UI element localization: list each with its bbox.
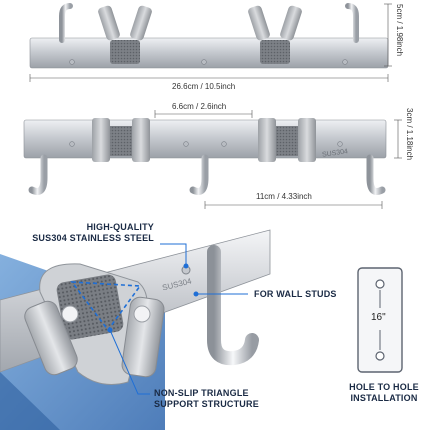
wall-studs-callout: FOR WALL STUDS [254,289,337,299]
mop-holder-icon [92,118,316,162]
material-callout-line [160,243,187,264]
screw-icon [69,59,348,65]
material-line2: SUS304 STAINLESS STEEL [32,233,154,243]
hole-line1: HOLE TO HOLE [349,382,419,392]
material-callout: HIGH-QUALITY SUS304 STAINLESS STEEL [22,222,154,244]
top-plate [29,37,389,69]
rack-top-view [23,3,402,209]
hole-diagram [357,267,403,373]
hook-icon [207,245,259,366]
non-slip-line1: NON-SLIP TRIANGLE [154,388,249,398]
screw-icon [69,141,343,147]
material-line1: HIGH-QUALITY [86,222,154,232]
hole-line2: INSTALLATION [350,393,418,403]
non-slip-line2: SUPPORT STRUCTURE [154,399,259,409]
top-height-label: 5cm / 1.98inch [395,4,404,57]
hole-callout: HOLE TO HOLE INSTALLATION [344,382,424,404]
screw-icon [375,351,385,361]
non-slip-callout-line [109,329,150,395]
hook-icon [28,154,386,195]
closeup-panel: HIGH-QUALITY SUS304 STAINLESS STEEL FOR … [0,222,430,430]
mop-holder-icon [98,5,302,64]
hole-distance-label: 16" [371,312,386,323]
screw-icon [375,279,385,289]
rack-height-label: 3cm / 1.18inch [405,108,414,161]
closeup-illustration [0,229,430,430]
gap-large-label: 11cm / 4.33inch [256,192,312,201]
total-width-label: 26.6cm / 10.5inch [172,82,236,91]
gap-small-label: 6.6cm / 2.6inch [172,102,227,111]
non-slip-callout: NON-SLIP TRIANGLE SUPPORT STRUCTURE [154,388,259,410]
hook-icon [59,3,359,43]
